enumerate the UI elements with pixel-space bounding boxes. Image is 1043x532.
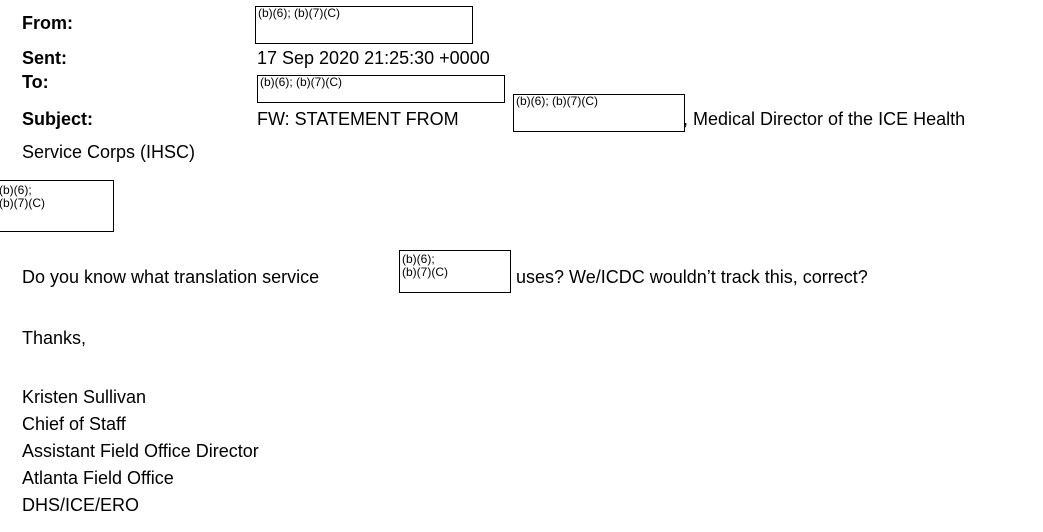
signature-position: Assistant Field Office Director <box>22 441 259 461</box>
signature-agency: DHS/ICE/ERO <box>22 495 140 515</box>
from-label: From: <box>22 13 73 33</box>
subject-prefix: FW: STATEMENT FROM <box>257 109 459 129</box>
subject-redaction-box: (b)(6); (b)(7)(C) <box>513 94 685 132</box>
signature-office: Atlanta Field Office <box>22 468 174 488</box>
signature-title: Chief of Staff <box>22 414 126 434</box>
inline-redaction-box: (b)(6); (b)(7)(C) <box>399 250 511 293</box>
signature-name: Kristen Sullivan <box>22 387 147 407</box>
question-suffix: uses? We/ICDC wouldn’t track this, corre… <box>516 267 868 287</box>
to-label: To: <box>22 72 49 92</box>
salutation-redaction-code-line1: (b)(6); <box>0 183 32 197</box>
to-redaction-box: (b)(6); (b)(7)(C) <box>257 75 505 103</box>
closing-text: Thanks, <box>22 328 87 348</box>
subject-label: Subject: <box>22 109 94 129</box>
subject-continuation: Service Corps (IHSC) <box>22 142 196 162</box>
subject-redaction-code: (b)(6); (b)(7)(C) <box>516 94 598 108</box>
salutation-redaction-box: (b)(6); (b)(7)(C) <box>0 180 114 232</box>
from-redaction-box: (b)(6); (b)(7)(C) <box>255 6 473 44</box>
to-redaction-code: (b)(6); (b)(7)(C) <box>260 75 342 89</box>
sent-label: Sent: <box>22 48 67 68</box>
sent-value: 17 Sep 2020 21:25:30 +0000 <box>257 48 490 68</box>
from-redaction-code: (b)(6); (b)(7)(C) <box>258 6 340 20</box>
subject-suffix: , Medical Director of the ICE Health <box>683 109 966 129</box>
inline-redaction-code-line2: (b)(7)(C) <box>402 265 448 279</box>
question-prefix: Do you know what translation service <box>22 267 320 287</box>
inline-redaction-code-line1: (b)(6); <box>402 252 435 266</box>
salutation-redaction-code-line2: (b)(7)(C) <box>0 196 45 210</box>
